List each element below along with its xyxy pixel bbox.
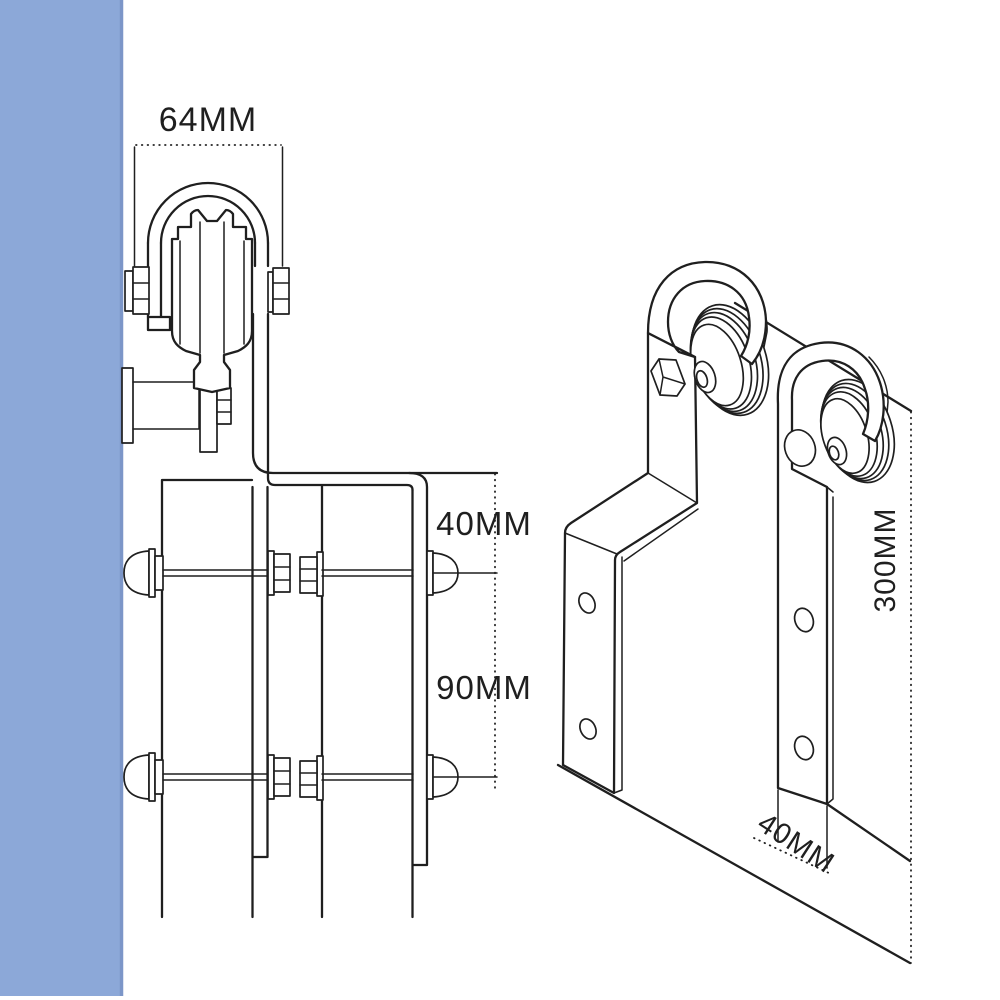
side-view: 64MM (121, 101, 532, 919)
dim-300mm-label: 300MM (869, 507, 902, 612)
roller-right (819, 378, 896, 484)
axle-hub-left (693, 360, 717, 394)
door-side-edge-line (825, 802, 912, 863)
door-bottom-edge-line (556, 763, 912, 965)
dim-40mm-label: 40MM (436, 505, 532, 542)
wall-stripe (0, 0, 124, 996)
dim-300mm: 300MM (869, 411, 912, 964)
roller-wheel (170, 208, 254, 394)
strap-legs (251, 312, 499, 919)
bracket-z-strap (561, 260, 770, 795)
dim-64mm: 64MM (133, 101, 284, 269)
bolt-row-2 (123, 752, 498, 802)
perspective-view: 300MM 40MM (556, 260, 913, 965)
strap-head-band (646, 260, 768, 366)
bracket-straight-strap (776, 341, 896, 806)
strap-screw-holes (783, 429, 817, 761)
bolt-row-1 (123, 548, 498, 598)
dim-90mm-label: 90MM (436, 669, 532, 706)
foot-screw-holes (578, 592, 597, 740)
axle-bolt (124, 266, 290, 315)
door-panels (160, 478, 324, 919)
hex-bolt (650, 358, 686, 397)
axle-hub-right (826, 436, 848, 466)
dim-40mm-90mm: 40MM 90MM (436, 473, 532, 792)
dim-64mm-label: 64MM (159, 101, 257, 139)
straight-strap-body (776, 341, 885, 806)
